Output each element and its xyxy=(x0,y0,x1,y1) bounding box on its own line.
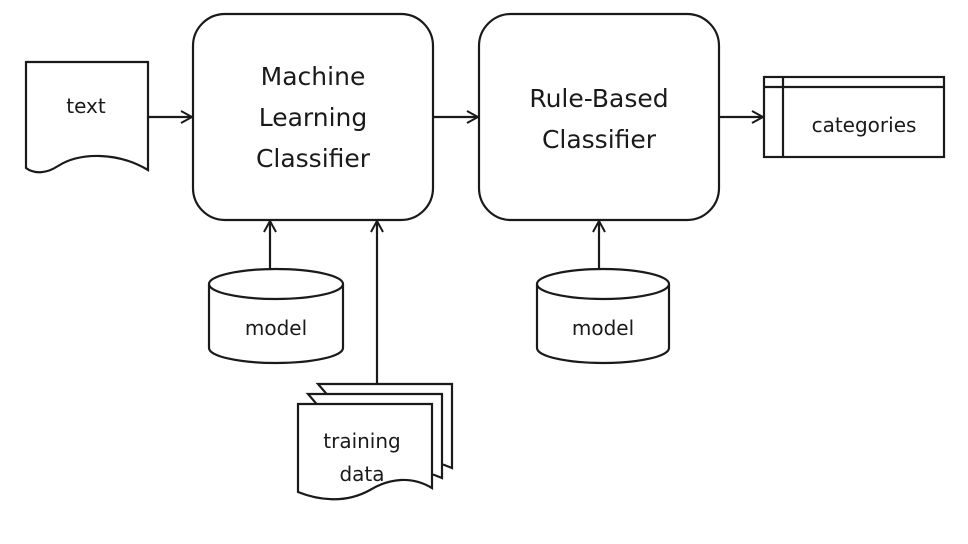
text-document-node: text xyxy=(24,60,150,174)
training-doc-front xyxy=(296,402,434,501)
rule-model-cylinder-top xyxy=(535,267,671,301)
ml-model-cylinder-top xyxy=(207,267,345,301)
ml-model-cylinder-body xyxy=(207,284,345,365)
ml-classifier-line-3: Classifier xyxy=(256,144,371,173)
rule-model-cylinder-body xyxy=(535,284,671,365)
rule-classifier-line-1: Rule-Based xyxy=(529,84,668,113)
categories-label: categories xyxy=(812,113,917,137)
rule-model-node: model xyxy=(535,267,671,365)
ml-model-node: model xyxy=(207,267,345,365)
categories-table xyxy=(762,75,946,159)
rule-classifier-node: Rule-Based Classifier xyxy=(477,12,721,222)
rule-classifier-line-2: Classifier xyxy=(542,125,657,154)
rule-classifier-box xyxy=(477,12,721,222)
ml-classifier-node: Machine Learning Classifier xyxy=(191,12,435,222)
text-label: text xyxy=(66,94,106,118)
training-data-line-1: training xyxy=(323,429,400,453)
ml-model-label: model xyxy=(245,316,307,340)
training-data-line-2: data xyxy=(339,462,384,486)
categories-node: categories xyxy=(762,75,946,159)
rule-model-label: model xyxy=(572,316,634,340)
ml-classifier-line-2: Learning xyxy=(259,103,368,132)
ml-classifier-line-1: Machine xyxy=(261,62,366,91)
training-data-node: training data xyxy=(296,382,454,501)
document-shape xyxy=(24,60,150,174)
